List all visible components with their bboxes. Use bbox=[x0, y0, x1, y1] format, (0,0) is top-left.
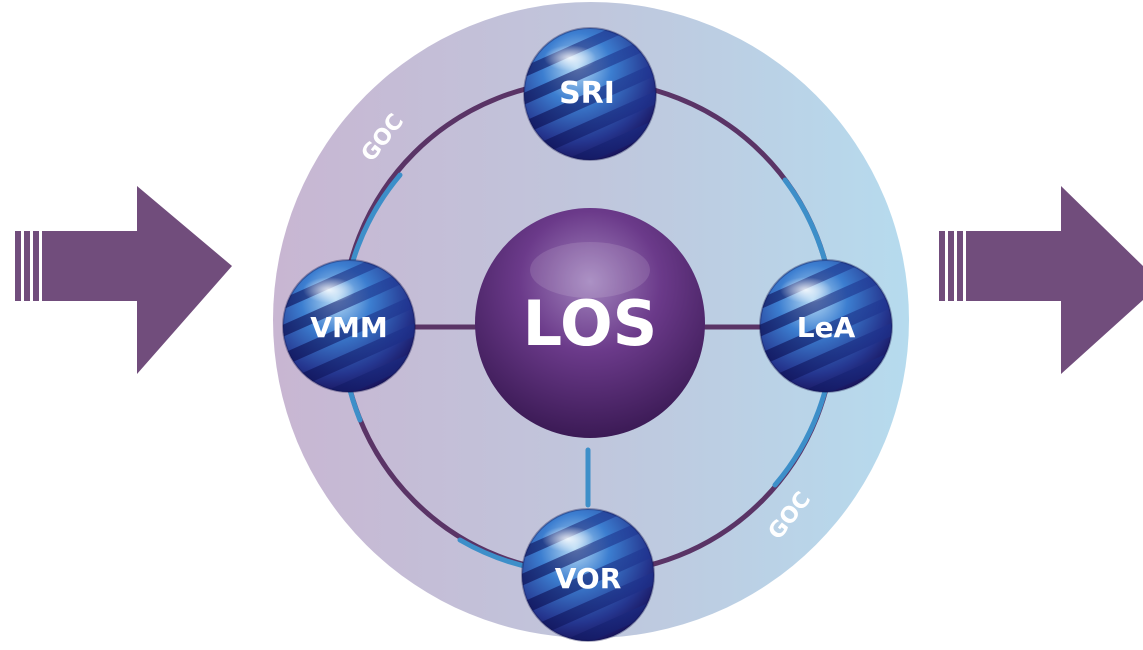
satellite-node-left: VMM bbox=[246, 242, 457, 419]
input-arrow bbox=[15, 186, 232, 374]
satellite-node-right: LeA bbox=[723, 242, 934, 419]
output-arrow bbox=[939, 186, 1143, 374]
center-node: LOS bbox=[475, 208, 705, 438]
satellite-node-bottom: VOR bbox=[485, 491, 696, 650]
satellite-node-top-label: SRI bbox=[559, 76, 615, 111]
satellite-node-bottom-label: VOR bbox=[555, 562, 622, 595]
satellite-node-top: SRI bbox=[487, 10, 698, 187]
satellite-node-right-label: LeA bbox=[797, 311, 856, 344]
center-node-label: LOS bbox=[523, 287, 658, 360]
spokes bbox=[412, 147, 765, 508]
satellite-node-left-label: VMM bbox=[310, 311, 387, 344]
